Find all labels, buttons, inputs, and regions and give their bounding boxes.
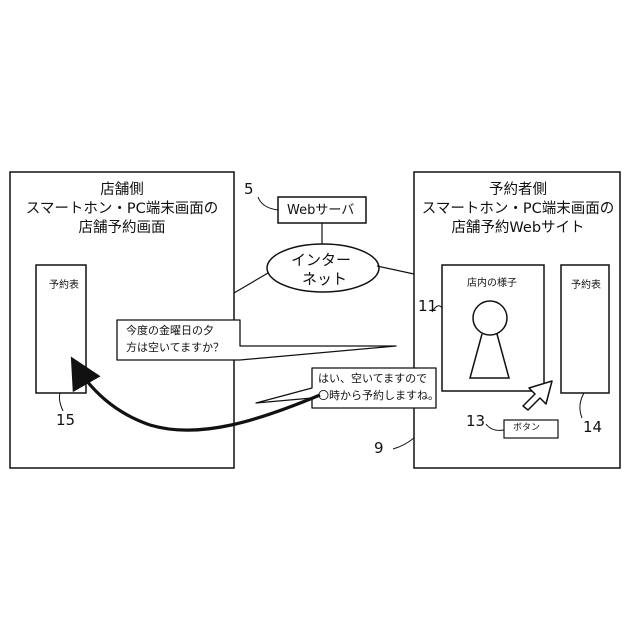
- reserver-title-line-2: スマートホン・PC端末画面の: [418, 201, 618, 218]
- ref-number-5: 5: [244, 180, 254, 198]
- leader-15: [59, 393, 63, 411]
- store-view-label: 店内の様子: [467, 278, 517, 290]
- store-title-line-2: スマートホン・PC端末画面の: [22, 201, 222, 218]
- reserver-reservation-table-label: 予約表: [571, 280, 601, 292]
- web-server-label: Webサーバ: [287, 203, 354, 219]
- ref-number-15: 15: [56, 411, 75, 429]
- internet-right-link: [377, 266, 414, 274]
- leader-14: [580, 393, 584, 418]
- leader-13: [486, 424, 504, 430]
- answer-line-2: 〇時から予約しますね。: [318, 388, 439, 404]
- reserver-title-line-1: 予約者側: [418, 182, 618, 199]
- person-body-shape: [470, 334, 509, 378]
- pointer-arrow-shape: [523, 381, 552, 410]
- question-line-2: 方は空いてますか？: [126, 340, 224, 356]
- internet-left-link: [234, 273, 268, 293]
- question-line-1: 今度の金曜日の夕: [126, 323, 214, 339]
- ref-number-14: 14: [583, 418, 602, 436]
- answer-line-1: はい、空いてますので: [318, 371, 427, 387]
- ref-number-13: 13: [466, 412, 485, 430]
- leader-5: [258, 197, 278, 210]
- ref-number-11: 11: [418, 297, 437, 315]
- store-title-line-1: 店舗側: [22, 182, 222, 199]
- store-reservation-table-label: 予約表: [49, 280, 79, 292]
- ref-number-9: 9: [374, 439, 384, 457]
- internet-label-line-2: ネット: [302, 270, 347, 288]
- internet-label-line-1: インター: [291, 251, 351, 269]
- person-head-shape: [473, 301, 507, 335]
- reserver-title-line-3: 店舗予約Webサイト: [418, 220, 618, 237]
- store-title-line-3: 店舗予約画面: [22, 220, 222, 237]
- button-label: ボタン: [513, 423, 540, 434]
- leader-9: [393, 438, 414, 449]
